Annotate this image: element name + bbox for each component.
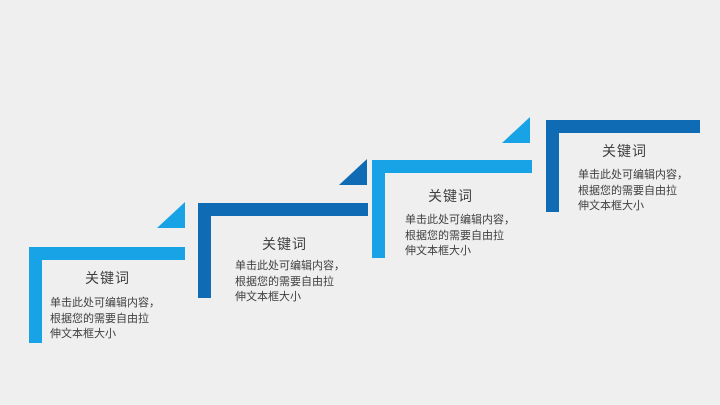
step-4-horizontal-bar-shape — [546, 120, 700, 133]
step-4-connector-triangle-icon — [502, 117, 530, 143]
step-2-connector-triangle-icon — [157, 202, 185, 228]
step-4-vertical-bar-shape — [546, 120, 559, 212]
step-2-keyword-title: 关键词 — [262, 236, 307, 252]
step-3-keyword-title: 关键词 — [428, 188, 473, 204]
step-4-keyword-title: 关键词 — [602, 143, 647, 159]
step-3-connector-triangle-icon — [339, 159, 367, 185]
step-3-vertical-bar-shape — [372, 160, 385, 258]
step-2-horizontal-bar-shape — [198, 203, 368, 216]
step-1-horizontal-bar-shape — [29, 247, 185, 260]
step-1-vertical-bar-shape — [29, 247, 42, 343]
step-2-description: 单击此处可编辑内容， 根据您的需要自由拉 伸文本框大小 — [235, 260, 345, 303]
step-1-description: 单击此处可编辑内容， 根据您的需要自由拉 伸文本框大小 — [50, 297, 160, 340]
step-3-description: 单击此处可编辑内容， 根据您的需要自由拉 伸文本框大小 — [405, 214, 515, 257]
step-2-vertical-bar-shape — [198, 203, 211, 298]
step-4-description: 单击此处可编辑内容， 根据您的需要自由拉 伸文本框大小 — [578, 169, 688, 212]
step-1-keyword-title: 关键词 — [85, 270, 130, 286]
step-3-horizontal-bar-shape — [372, 160, 532, 173]
